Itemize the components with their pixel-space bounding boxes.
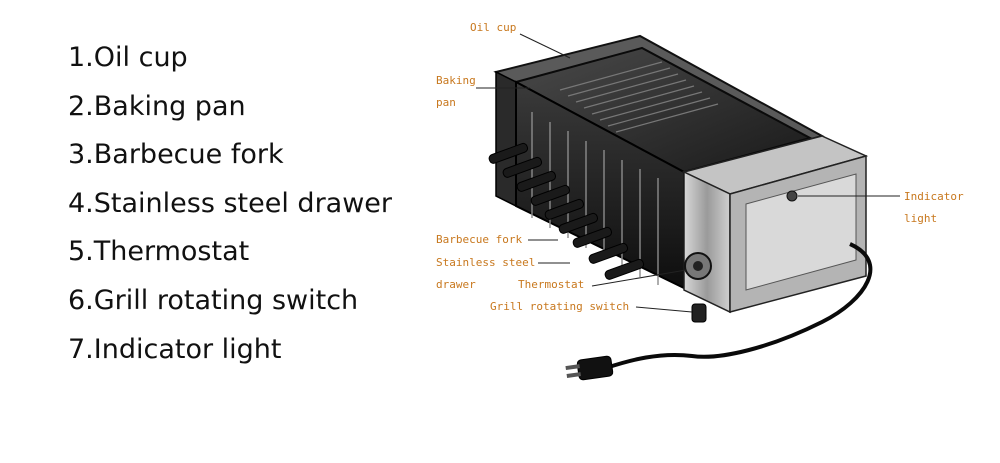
parts-list-item-stainless-steel-drawer: 4.Stainless steel drawer xyxy=(68,187,393,219)
parts-list: 1.Oil cup 2.Baking pan 3.Barbecue fork 4… xyxy=(68,34,392,374)
control-box-front xyxy=(683,170,731,314)
barbecue-forks xyxy=(488,142,645,280)
control-panel-inset xyxy=(745,173,857,291)
leader-grill-switch xyxy=(635,306,693,313)
grill-figure: Oil cup Baking pan Indicator light Barbe… xyxy=(430,0,990,463)
pan-ribs xyxy=(559,61,719,133)
callout-baking-pan-line1: Baking xyxy=(436,74,476,87)
parts-list-item-grill-rotating-switch: 6.Grill rotating switch xyxy=(68,284,359,316)
grill-illustration xyxy=(476,33,900,381)
leader-thermostat xyxy=(591,269,687,287)
parts-list-item-barbecue-fork: 3.Barbecue fork xyxy=(68,139,284,171)
callout-thermostat: Thermostat xyxy=(518,278,585,291)
callout-oil-cup: Oil cup xyxy=(470,21,517,34)
callout-grill-rotating-switch: Grill rotating switch xyxy=(490,300,630,313)
grill-switch-shape xyxy=(691,303,707,323)
parts-list-item-indicator-light: 7.Indicator light xyxy=(68,333,282,365)
callout-stainless-drawer-line2: drawer xyxy=(436,278,476,291)
callout-indicator-light-line1: Indicator xyxy=(904,190,964,203)
indicator-light-shape xyxy=(786,190,798,202)
grill-left-side xyxy=(495,70,517,208)
parts-list-item-baking-pan: 2.Baking pan xyxy=(68,90,246,122)
callout-baking-pan-line2: pan xyxy=(436,96,456,109)
parts-list-item-oil-cup: 1.Oil cup xyxy=(68,42,188,73)
callout-indicator-light-line2: light xyxy=(904,212,938,225)
parts-list-item-thermostat: 5.Thermostat xyxy=(68,236,250,268)
callout-barbecue-fork: Barbecue fork xyxy=(436,233,523,246)
callout-stainless-drawer-line1: Stainless steel xyxy=(436,256,536,269)
power-cord xyxy=(605,242,873,370)
leader-lines xyxy=(476,33,900,313)
power-plug xyxy=(565,355,614,381)
leader-oil-cup xyxy=(519,33,571,59)
